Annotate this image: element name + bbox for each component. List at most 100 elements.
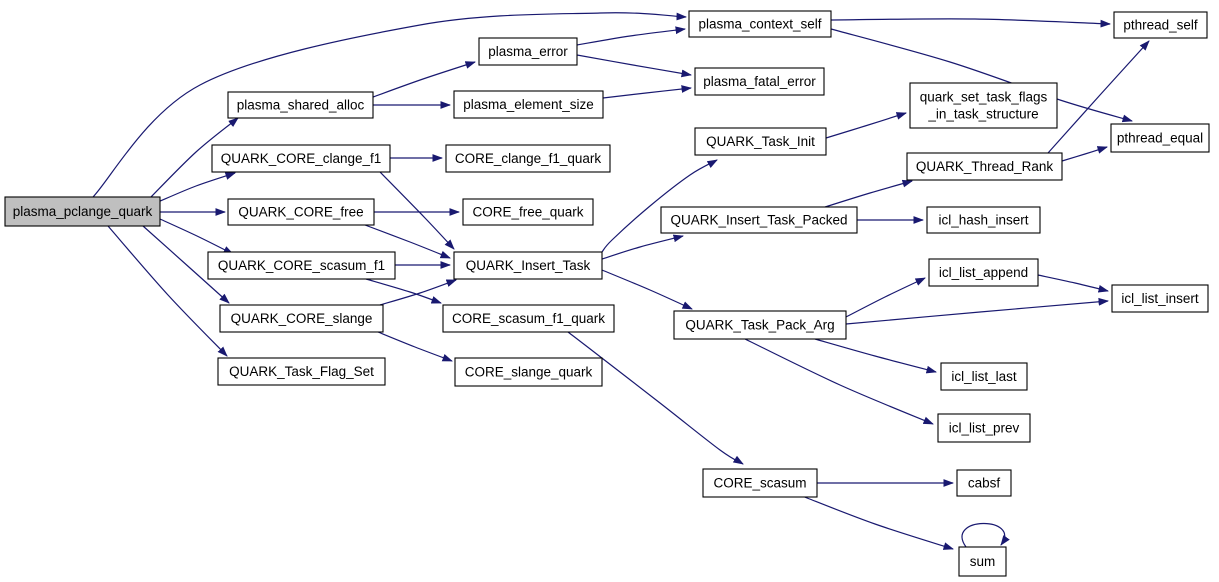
- node-QUARK_Task_Init[interactable]: QUARK_Task_Init: [694, 127, 827, 156]
- node-label-QUARK_Thread_Rank: QUARK_Thread_Rank: [916, 159, 1054, 174]
- node-box-QUARK_CORE_slange[interactable]: [219, 304, 384, 333]
- edge-icl_list_append-to-icl_list_insert: [1037, 274, 1109, 293]
- node-box-icl_list_append[interactable]: [928, 258, 1039, 287]
- node-label-plasma_pclange_quark: plasma_pclange_quark: [13, 204, 153, 219]
- edge-CORE_scasum_f1_quark-to-CORE_scasum: [567, 331, 744, 465]
- node-label-CORE_slange_quark: CORE_slange_quark: [465, 365, 593, 380]
- node-box-icl_list_prev[interactable]: [937, 413, 1031, 443]
- node-box-QUARK_Thread_Rank[interactable]: [906, 152, 1063, 181]
- node-CORE_scasum[interactable]: CORE_scasum: [702, 468, 818, 498]
- node-plasma_context_self[interactable]: plasma_context_self: [688, 10, 832, 38]
- edge-plasma_pclange_quark-to-QUARK_CORE_clange_f1: [157, 172, 236, 203]
- edge-QUARK_Thread_Rank-to-pthread_equal: [1061, 146, 1108, 162]
- node-label-QUARK_Insert_Task: QUARK_Insert_Task: [466, 258, 591, 273]
- node-box-quark_set_task_flags_in_task_structure[interactable]: [909, 82, 1058, 129]
- node-box-pthread_self[interactable]: [1113, 11, 1208, 39]
- edge-QUARK_Insert_Task_Packed-to-QUARK_Thread_Rank: [824, 179, 913, 208]
- node-label-sum: sum: [970, 554, 996, 569]
- node-CORE_clange_f1_quark[interactable]: CORE_clange_f1_quark: [445, 144, 611, 173]
- edge-QUARK_Task_Init-to-quark_set_task_flags_in_task_structure: [825, 112, 907, 139]
- node-QUARK_CORE_slange[interactable]: QUARK_CORE_slange: [219, 304, 384, 333]
- node-label-icl_hash_insert: icl_hash_insert: [938, 213, 1028, 228]
- node-plasma_element_size[interactable]: plasma_element_size: [453, 90, 604, 119]
- node-label-plasma_error: plasma_error: [488, 44, 568, 59]
- edge-plasma_pclange_quark-to-plasma_context_self: [92, 12, 687, 198]
- node-plasma_error[interactable]: plasma_error: [478, 37, 578, 66]
- node-QUARK_Insert_Task[interactable]: QUARK_Insert_Task: [453, 251, 603, 280]
- node-label-QUARK_CORE_scasum_f1: QUARK_CORE_scasum_f1: [218, 258, 385, 273]
- node-label-QUARK_Task_Flag_Set: QUARK_Task_Flag_Set: [229, 364, 374, 379]
- node-box-plasma_fatal_error[interactable]: [694, 67, 825, 96]
- node-box-CORE_scasum_f1_quark[interactable]: [442, 304, 615, 333]
- node-box-CORE_slange_quark[interactable]: [454, 357, 603, 387]
- node-box-cabsf[interactable]: [956, 469, 1012, 497]
- node-box-plasma_pclange_quark[interactable]: [4, 196, 161, 227]
- node-QUARK_Task_Pack_Arg[interactable]: QUARK_Task_Pack_Arg: [673, 310, 847, 340]
- node-box-QUARK_CORE_scasum_f1[interactable]: [207, 251, 396, 280]
- edge-plasma_pclange_quark-to-plasma_shared_alloc: [149, 117, 239, 199]
- node-icl_list_insert[interactable]: icl_list_insert: [1111, 284, 1209, 313]
- edge-QUARK_Insert_Task-to-QUARK_Insert_Task_Packed: [601, 234, 684, 260]
- nodes-layer: plasma_pclange_quark plasma_shared_allocQ…: [4, 10, 1210, 577]
- node-box-plasma_error[interactable]: [478, 37, 578, 66]
- node-box-QUARK_CORE_free[interactable]: [227, 198, 375, 226]
- node-QUARK_CORE_clange_f1[interactable]: QUARK_CORE_clange_f1: [211, 144, 391, 173]
- node-box-plasma_context_self[interactable]: [688, 10, 832, 38]
- node-box-QUARK_Insert_Task[interactable]: [453, 251, 603, 280]
- node-label-QUARK_CORE_clange_f1: QUARK_CORE_clange_f1: [221, 151, 382, 166]
- node-box-pthread_equal[interactable]: [1110, 123, 1210, 153]
- edge-plasma_context_self-to-pthread_equal: [830, 28, 1133, 123]
- edges-layer: [92, 12, 1150, 550]
- node-QUARK_CORE_scasum_f1[interactable]: QUARK_CORE_scasum_f1: [207, 251, 396, 280]
- node-quark_set_task_flags_in_task_structure[interactable]: quark_set_task_flags_in_task_structure: [909, 82, 1058, 129]
- node-label-plasma_shared_alloc: plasma_shared_alloc: [237, 98, 365, 113]
- node-sum[interactable]: sum: [958, 546, 1007, 577]
- node-box-sum[interactable]: [958, 546, 1007, 577]
- node-box-plasma_shared_alloc[interactable]: [227, 91, 374, 119]
- node-box-QUARK_Task_Flag_Set[interactable]: [217, 357, 386, 386]
- node-CORE_slange_quark[interactable]: CORE_slange_quark: [454, 357, 603, 387]
- node-label-plasma_element_size: plasma_element_size: [463, 97, 594, 112]
- node-plasma_shared_alloc[interactable]: plasma_shared_alloc: [227, 91, 374, 119]
- node-label-quark_set_task_flags_in_task_structure: quark_set_task_flags_in_task_structure: [920, 90, 1048, 122]
- node-plasma_fatal_error[interactable]: plasma_fatal_error: [694, 67, 825, 96]
- node-CORE_scasum_f1_quark[interactable]: CORE_scasum_f1_quark: [442, 304, 615, 333]
- node-box-icl_hash_insert[interactable]: [926, 206, 1041, 234]
- node-QUARK_CORE_free[interactable]: QUARK_CORE_free: [227, 198, 375, 226]
- edge-QUARK_Task_Pack_Arg-to-icl_list_prev: [744, 338, 934, 425]
- node-box-QUARK_Task_Init[interactable]: [694, 127, 827, 156]
- node-icl_list_last[interactable]: icl_list_last: [940, 362, 1028, 391]
- node-box-CORE_scasum[interactable]: [702, 468, 818, 498]
- node-label-icl_list_insert: icl_list_insert: [1121, 291, 1199, 306]
- edge-plasma_pclange_quark-to-QUARK_CORE_slange: [142, 225, 230, 304]
- node-label-QUARK_CORE_slange: QUARK_CORE_slange: [231, 311, 373, 326]
- node-box-QUARK_CORE_clange_f1[interactable]: [211, 144, 391, 173]
- node-CORE_free_quark[interactable]: CORE_free_quark: [462, 198, 594, 226]
- node-cabsf[interactable]: cabsf: [956, 469, 1012, 497]
- node-QUARK_Thread_Rank[interactable]: QUARK_Thread_Rank: [906, 152, 1063, 181]
- node-box-plasma_element_size[interactable]: [453, 90, 604, 119]
- node-plasma_pclange_quark[interactable]: plasma_pclange_quark: [4, 196, 161, 227]
- node-label-line: _in_task_structure: [927, 107, 1038, 122]
- node-box-icl_list_insert[interactable]: [1111, 284, 1209, 313]
- edge-plasma_error-to-plasma_fatal_error: [576, 54, 692, 78]
- node-box-QUARK_Task_Pack_Arg[interactable]: [673, 310, 847, 340]
- node-icl_list_prev[interactable]: icl_list_prev: [937, 413, 1031, 443]
- node-box-QUARK_Insert_Task_Packed[interactable]: [660, 206, 858, 234]
- edge-plasma_shared_alloc-to-plasma_error: [372, 61, 476, 98]
- node-QUARK_Task_Flag_Set[interactable]: QUARK_Task_Flag_Set: [217, 357, 386, 386]
- edge-plasma_error-to-plasma_context_self: [576, 26, 686, 46]
- node-icl_hash_insert[interactable]: icl_hash_insert: [926, 206, 1041, 234]
- node-pthread_equal[interactable]: pthread_equal: [1110, 123, 1210, 153]
- edge-sum-to-sum: [961, 522, 1010, 548]
- node-label-icl_list_prev: icl_list_prev: [949, 421, 1020, 436]
- node-QUARK_Insert_Task_Packed[interactable]: QUARK_Insert_Task_Packed: [660, 206, 858, 234]
- node-box-CORE_free_quark[interactable]: [462, 198, 594, 226]
- node-box-icl_list_last[interactable]: [940, 362, 1028, 391]
- node-icl_list_append[interactable]: icl_list_append: [928, 258, 1039, 287]
- node-pthread_self[interactable]: pthread_self: [1113, 11, 1208, 39]
- edge-CORE_scasum-to-sum: [801, 495, 954, 550]
- node-box-CORE_clange_f1_quark[interactable]: [445, 144, 611, 173]
- edge-QUARK_CORE_clange_f1-to-QUARK_Insert_Task: [379, 171, 455, 250]
- node-label-CORE_scasum_f1_quark: CORE_scasum_f1_quark: [452, 311, 605, 326]
